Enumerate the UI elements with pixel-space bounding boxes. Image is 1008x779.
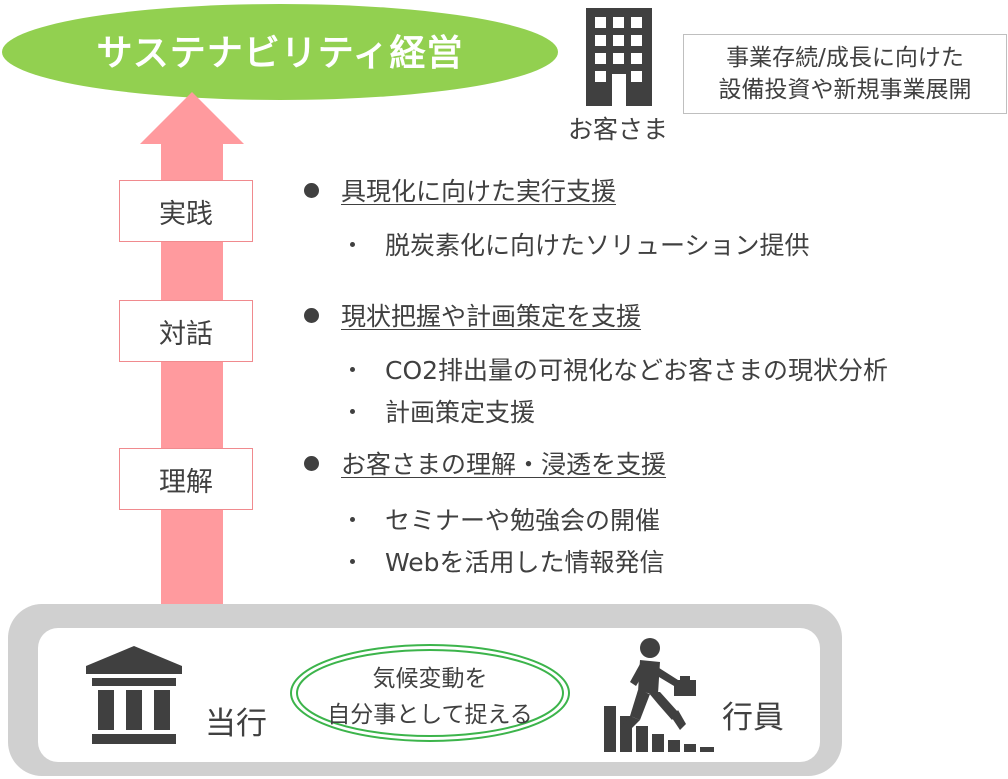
center-line: 自分事として捉える — [327, 702, 533, 728]
center-ellipse — [290, 644, 570, 742]
customer-goal-box: 事業存続/成長に向けた 設備投資や新規事業展開 — [683, 34, 1007, 114]
bullet-dot-icon — [304, 455, 319, 471]
stage-box-dialogue: 対話 — [119, 300, 253, 362]
sub-bullet-icon — [350, 408, 355, 414]
center-line: 気候変動を — [372, 666, 488, 692]
goal-line: 設備投資や新規事業展開 — [718, 77, 972, 103]
sub-bullet-icon — [350, 558, 355, 564]
stage-item-row: 計画策定支援 — [350, 393, 535, 429]
stage-item: 計画策定支援 — [385, 398, 536, 427]
stage-item-row: セミナーや勉強会の開催 — [350, 501, 660, 537]
stage-box-practice: 実践 — [119, 180, 253, 242]
employee-label: 行員 — [722, 700, 784, 736]
customer-label: お客さま — [568, 115, 669, 144]
goal-line: 事業存続/成長に向けた — [726, 45, 964, 71]
stage-heading-row: 現状把握や計画策定を支援 — [304, 297, 641, 333]
stage-item: 脱炭素化に向けたソリューション提供 — [385, 231, 810, 260]
stage-item-row: CO2排出量の可視化などお客さまの現状分析 — [350, 351, 888, 387]
stage-label: 実践 — [159, 198, 213, 230]
building-icon — [586, 8, 652, 106]
sub-bullet-icon — [350, 516, 355, 522]
center-message: 気候変動を 自分事として捉える — [300, 661, 560, 733]
stage-label: 対話 — [159, 318, 213, 350]
sub-bullet-icon — [350, 241, 355, 247]
stage-label: 理解 — [159, 466, 213, 498]
stage-item-row: 脱炭素化に向けたソリューション提供 — [350, 226, 810, 262]
stage-box-understanding: 理解 — [119, 448, 253, 510]
stage-item-row: Webを活用した情報発信 — [350, 543, 665, 579]
climbing-person-icon — [604, 638, 714, 752]
stage-heading: 現状把握や計画策定を支援 — [341, 302, 642, 331]
page-title: サステナビリティ経営 — [96, 33, 464, 74]
title-ellipse: サステナビリティ経営 — [2, 4, 558, 100]
sub-bullet-icon — [350, 366, 355, 372]
stage-heading-row: 具現化に向けた実行支援 — [304, 172, 616, 208]
bank-label: 当行 — [205, 706, 267, 742]
stage-item: Webを活用した情報発信 — [385, 548, 665, 577]
stage-heading: 具現化に向けた実行支援 — [341, 177, 617, 206]
bank-icon — [86, 646, 182, 744]
bullet-dot-icon — [304, 307, 319, 323]
bullet-dot-icon — [304, 182, 319, 198]
stage-heading: お客さまの理解・浸透を支援 — [341, 450, 667, 479]
stage-item: CO2排出量の可視化などお客さまの現状分析 — [385, 356, 889, 385]
stage-item: セミナーや勉強会の開催 — [385, 506, 661, 535]
stage-heading-row: お客さまの理解・浸透を支援 — [304, 445, 666, 481]
